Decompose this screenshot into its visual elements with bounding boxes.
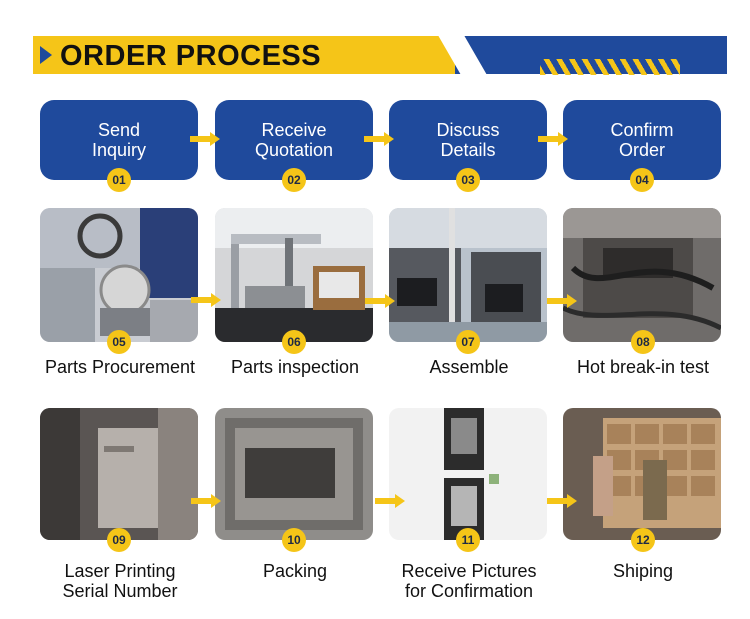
step-number-badge: 05: [107, 330, 131, 354]
step-number-badge: 01: [107, 168, 131, 192]
step-label: Send Inquiry: [91, 120, 147, 160]
shipping-photo: [563, 408, 721, 540]
step-discuss-details: Discuss Details: [389, 100, 547, 180]
arrow-right-icon: [191, 293, 221, 307]
play-triangle-icon: [40, 46, 52, 64]
step-number-badge: 03: [456, 168, 480, 192]
step-number-badge: 04: [630, 168, 654, 192]
step-number-badge: 09: [107, 528, 131, 552]
caption-parts-procurement: Parts Procurement: [44, 357, 196, 377]
laser-printing-photo: [40, 408, 198, 540]
receive-pictures-photo: [389, 408, 547, 540]
step-receive-quotation: Receive Quotation: [215, 100, 373, 180]
arrow-right-icon: [547, 494, 577, 508]
caption-receive-pictures: Receive Pictures for Confirmation: [401, 561, 537, 601]
assemble-photo: [389, 208, 547, 342]
page-title: ORDER PROCESS: [60, 40, 322, 72]
step-label: Receive Quotation: [254, 120, 334, 160]
step-confirm-order: Confirm Order: [563, 100, 721, 180]
hot-break-in-test-photo: [563, 208, 721, 342]
caption-packing: Packing: [262, 561, 328, 581]
step-number-badge: 06: [282, 330, 306, 354]
arrow-right-icon: [364, 132, 394, 146]
step-number-badge: 11: [456, 528, 480, 552]
arrow-right-icon: [191, 494, 221, 508]
arrow-right-icon: [538, 132, 568, 146]
header-stripes: [540, 59, 680, 75]
packing-photo: [215, 408, 373, 540]
step-send-inquiry: Send Inquiry: [40, 100, 198, 180]
arrow-right-icon: [375, 494, 405, 508]
header-banner-yellow: [33, 36, 463, 74]
parts-procurement-photo: [40, 208, 198, 342]
step-number-badge: 12: [631, 528, 655, 552]
step-number-badge: 07: [456, 330, 480, 354]
arrow-right-icon: [190, 132, 220, 146]
caption-assemble: Assemble: [429, 357, 509, 377]
caption-parts-inspection: Parts inspection: [230, 357, 360, 377]
step-number-badge: 02: [282, 168, 306, 192]
step-label: Confirm Order: [610, 120, 674, 160]
caption-hot-break-in-test: Hot break-in test: [576, 357, 710, 377]
parts-inspection-photo: [215, 208, 373, 342]
step-number-badge: 08: [631, 330, 655, 354]
caption-laser-printing: Laser Printing Serial Number: [62, 561, 178, 601]
caption-shipping: Shiping: [612, 561, 674, 581]
step-label: Discuss Details: [436, 120, 500, 160]
arrow-right-icon: [547, 294, 577, 308]
step-number-badge: 10: [282, 528, 306, 552]
arrow-right-icon: [365, 294, 395, 308]
